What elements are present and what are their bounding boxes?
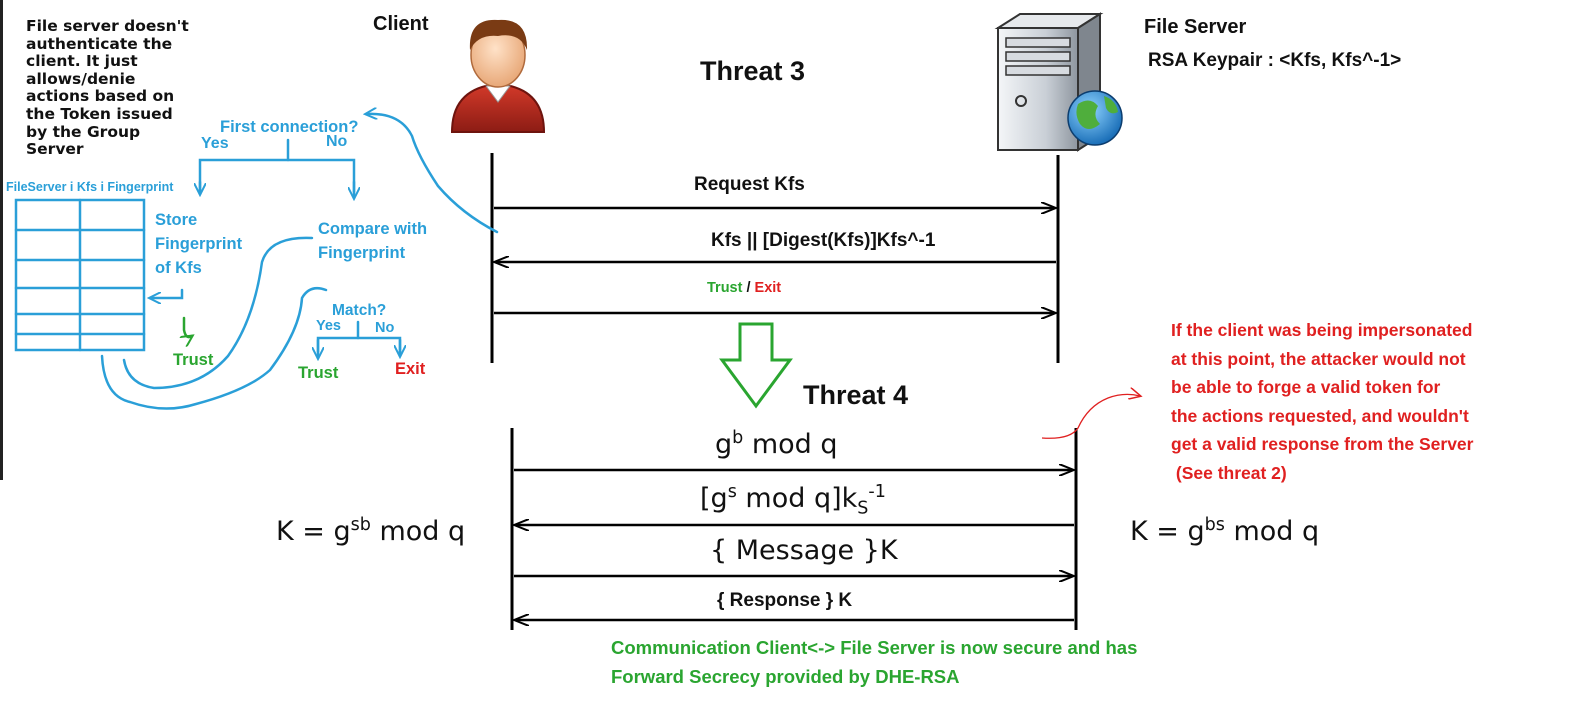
yes-label: Yes [201, 135, 229, 152]
dh-g-s-signed-label: [gs mod q]kS-1 [700, 482, 886, 519]
exit-label: Exit [395, 360, 426, 378]
fingerprint-table-header: FileServer i Kfs i Fingerprint [6, 180, 174, 194]
first-connection-label: First connection? [220, 118, 359, 136]
left-border-line [0, 0, 3, 480]
kfs-digest-label: Kfs || [Digest(Kfs)]Kfs^-1 [711, 230, 936, 251]
user-icon [450, 19, 546, 133]
green-down-arrow [719, 322, 793, 409]
threat-3-title: Threat 3 [700, 56, 806, 86]
dh-g-b-label: gb mod q [715, 428, 838, 460]
impersonation-note: If the client was being impersonated at … [1171, 320, 1474, 483]
request-kfs-label: Request Kfs [694, 174, 805, 195]
client-label: Client [373, 13, 429, 35]
authentication-note: File server doesn't authenticate the cli… [26, 17, 189, 159]
rsa-keypair-label: RSA Keypair : <Kfs, Kfs^-1> [1148, 50, 1402, 71]
trust-exit-label: Trust / Exit [707, 280, 781, 296]
file-server-label: File Server [1144, 16, 1247, 38]
message-label: { Message }K [710, 535, 898, 566]
red-pointer-arrow [1041, 394, 1140, 439]
match-no-label: No [375, 320, 395, 336]
server-globe-icon [994, 12, 1123, 152]
trust-left-label: Trust [173, 351, 214, 369]
slash-separator: / [742, 280, 755, 296]
fingerprint-flow-drawing [14, 114, 499, 410]
store-fingerprint-label: Store Fingerprint of Kfs [155, 211, 243, 277]
secure-communication-note: Communication Client<-> File Server is n… [611, 637, 1138, 687]
match-label: Match? [332, 302, 387, 319]
threat-4-title: Threat 4 [803, 380, 909, 410]
client-key-label: K = gsb mod q [276, 515, 466, 547]
trust-right-label: Trust [298, 364, 339, 382]
response-label: { Response } K [717, 590, 853, 611]
no-label: No [326, 133, 348, 150]
compare-fingerprint-label: Compare with Fingerprint [318, 220, 428, 262]
server-key-label: K = gbs mod q [1130, 515, 1320, 547]
trust-green-arrow [184, 316, 192, 337]
trust-word: Trust [707, 280, 743, 296]
match-yes-label: Yes [316, 318, 341, 334]
exit-word: Exit [754, 280, 782, 296]
